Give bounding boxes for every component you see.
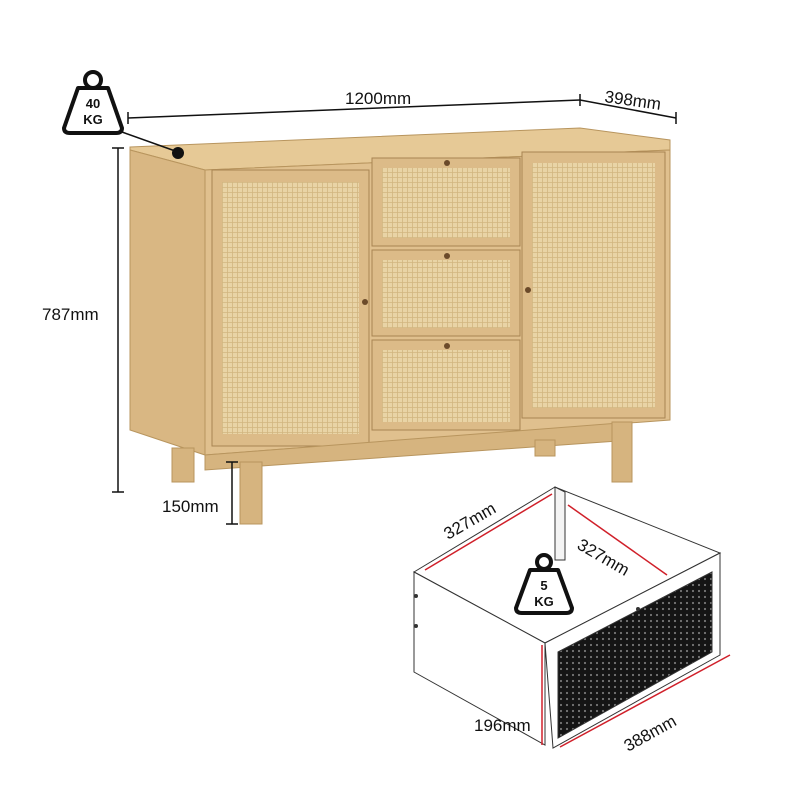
left-door-rattan <box>222 182 359 434</box>
drawer-detail <box>412 486 722 749</box>
weight-icon: 5 KG <box>514 553 574 615</box>
leg <box>239 461 263 525</box>
svg-text:KG: KG <box>83 112 103 127</box>
leg <box>611 421 633 483</box>
svg-text:5: 5 <box>540 578 547 593</box>
width-label: 1200mm <box>345 89 411 108</box>
height-label: 787mm <box>42 305 99 324</box>
sideboard-cabinet <box>129 127 671 525</box>
drawer-mesh <box>557 571 713 739</box>
weight-icon: 40 KG <box>62 70 124 135</box>
weight-pointer-dot <box>172 147 184 159</box>
drawer-width-label: 388mm <box>621 711 680 755</box>
drawer-height-label: 196mm <box>474 716 531 735</box>
depth-label: 398mm <box>603 87 662 114</box>
leg-height-label: 150mm <box>162 497 219 516</box>
drawers <box>362 157 531 431</box>
leg <box>534 439 556 457</box>
svg-text:40: 40 <box>86 96 100 111</box>
drawer-dimension-lines <box>424 493 731 748</box>
leg <box>171 447 195 483</box>
dimension-lines <box>112 94 677 525</box>
svg-text:KG: KG <box>534 594 554 609</box>
right-door-rattan <box>532 163 655 408</box>
cabinet-side <box>129 149 206 456</box>
drawer-side <box>413 571 546 746</box>
